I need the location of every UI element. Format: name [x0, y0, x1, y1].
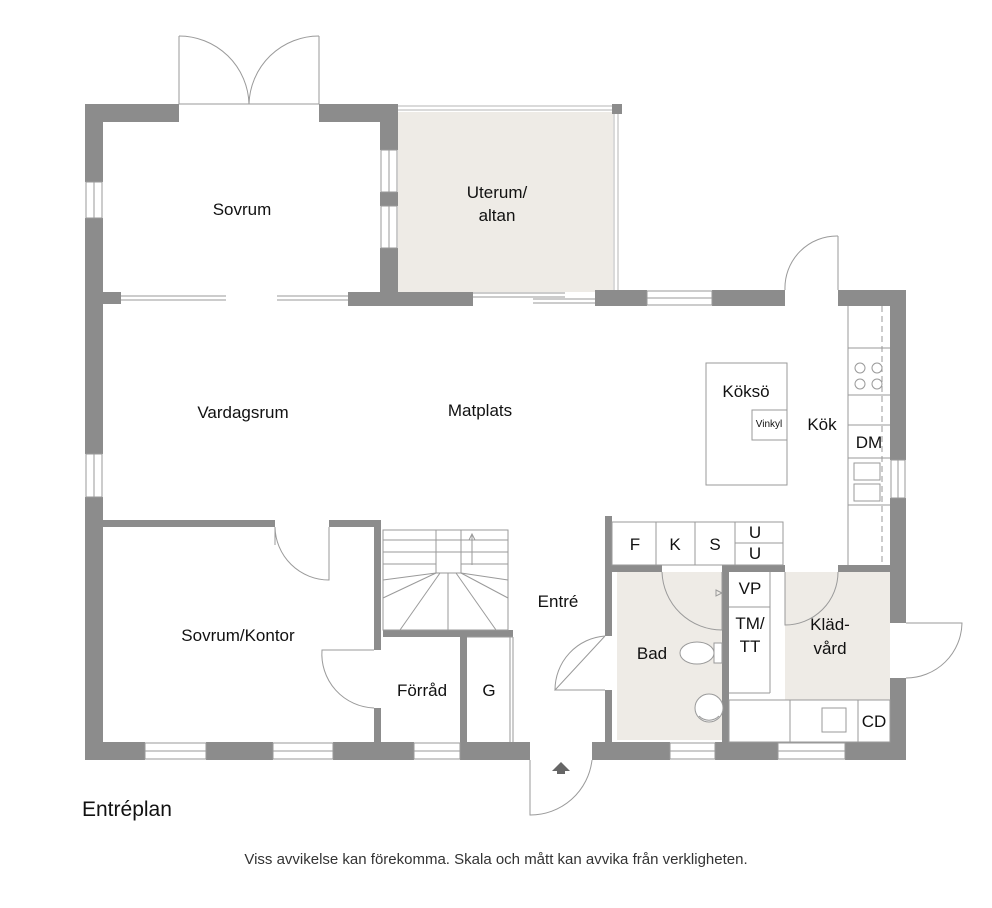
room-label-kok: Kök — [807, 415, 837, 434]
label-u-top: U — [749, 523, 761, 542]
label-tm-tt-1: TM/ — [735, 614, 765, 633]
bathroom-fixtures — [679, 589, 724, 723]
label-f: F — [630, 535, 640, 554]
g-closet — [467, 636, 514, 742]
walls — [85, 104, 906, 760]
label-vp: VP — [739, 579, 762, 598]
balcony-double-door — [178, 35, 320, 105]
staircase — [382, 529, 509, 631]
room-label-kladvard-2: vård — [813, 639, 846, 658]
label-cd: CD — [862, 712, 887, 731]
room-label-uterum-1: Uterum/ — [467, 183, 528, 202]
room-label-sovrum: Sovrum — [213, 200, 272, 219]
label-k: K — [669, 535, 681, 554]
room-label-g: G — [482, 681, 495, 700]
swing-doors — [274, 235, 963, 816]
label-dm: DM — [856, 433, 882, 452]
room-label-entre: Entré — [538, 592, 579, 611]
label-u-bottom: U — [749, 544, 761, 563]
kitchen-fixtures — [611, 306, 890, 566]
label-s: S — [709, 535, 720, 554]
room-label-koksoe: Köksö — [722, 382, 769, 401]
label-vinkyl: Vinkyl — [756, 419, 783, 430]
room-label-sovrum-kontor: Sovrum/Kontor — [181, 626, 295, 645]
room-label-vardagsrum: Vardagsrum — [197, 403, 288, 422]
room-label-bad: Bad — [637, 644, 667, 663]
label-tm-tt-2: TT — [740, 637, 761, 656]
sliding-doors — [121, 292, 595, 304]
room-label-kladvard-1: Kläd- — [810, 615, 850, 634]
plan-title: Entréplan — [82, 798, 172, 821]
room-label-matplats: Matplats — [448, 401, 512, 420]
room-label-forrad: Förråd — [397, 681, 447, 700]
uterum-glazing — [398, 105, 619, 290]
laundry-fixtures — [728, 572, 891, 743]
disclaimer: Viss avvikelse kan förekomma. Skala och … — [244, 851, 748, 868]
window-center-lines — [93, 150, 899, 752]
entrance-arrow-icon — [552, 762, 570, 774]
room-label-uterum-2: altan — [479, 206, 516, 225]
